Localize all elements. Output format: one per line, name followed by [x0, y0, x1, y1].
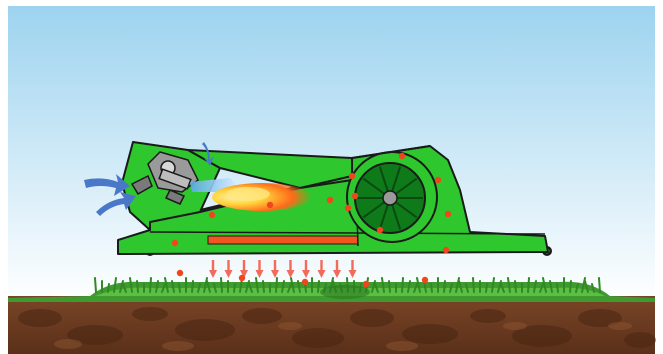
grass-blade — [192, 281, 193, 292]
heat-particle — [239, 275, 245, 281]
grass-blade — [444, 281, 445, 292]
grass-blade — [557, 284, 558, 292]
grass-blade — [234, 284, 235, 292]
grass-blade — [150, 278, 151, 292]
grass-blade — [486, 284, 487, 292]
grass-blade — [570, 281, 571, 292]
heat-particle — [399, 153, 405, 159]
heat-particle — [443, 247, 449, 253]
grass-blade — [515, 281, 516, 292]
grass-blade — [318, 281, 319, 292]
heat-particle — [345, 205, 351, 211]
heat-particle — [435, 177, 441, 183]
heat-particle — [377, 227, 383, 233]
sky-background — [8, 6, 655, 302]
grass-blade — [95, 278, 96, 292]
grass-blade — [108, 284, 109, 292]
heat-particle — [327, 197, 333, 203]
grass-blade — [179, 284, 180, 292]
heat-particle — [352, 193, 358, 199]
heat-particle — [302, 279, 308, 285]
grass-blade — [305, 284, 306, 292]
grass-blade — [389, 281, 390, 292]
grass-blade — [263, 281, 264, 292]
heat-particle — [422, 277, 428, 283]
heat-particle — [267, 202, 273, 208]
heat-particle — [349, 173, 355, 179]
heat-particle — [209, 212, 215, 218]
heat-particle — [363, 281, 369, 287]
heat-particle — [177, 270, 183, 276]
grass-blade — [276, 278, 277, 292]
grass-blade — [402, 278, 403, 292]
soil-layer — [8, 296, 656, 354]
grass-blade — [137, 281, 138, 292]
grass-blade — [473, 278, 474, 292]
grass-blade — [221, 278, 222, 292]
heat-particle — [172, 240, 178, 246]
grass-blade — [528, 278, 529, 292]
heat-particle — [445, 211, 451, 217]
grass-blade — [431, 284, 432, 292]
grass-blade — [599, 278, 600, 292]
flame — [212, 183, 312, 211]
